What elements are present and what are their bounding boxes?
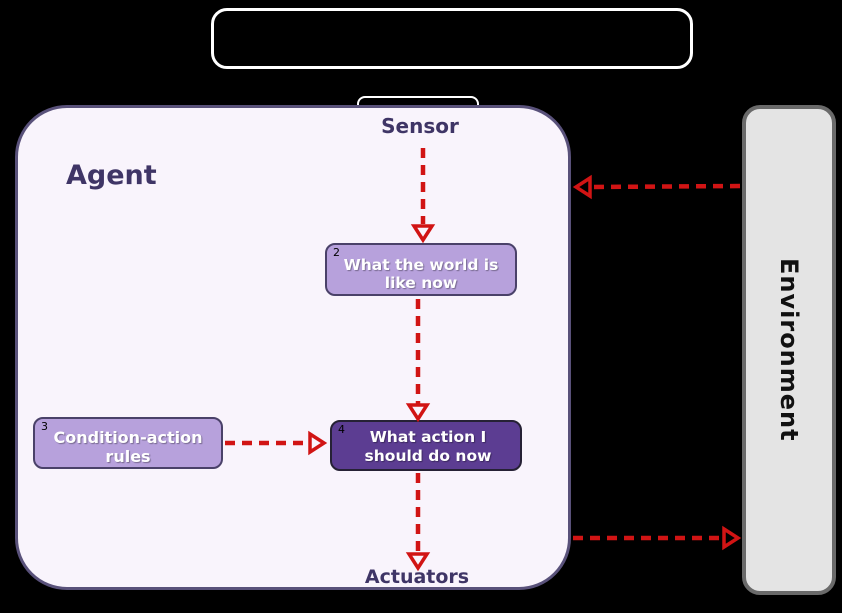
node-condition-action-rules: 3 Condition-action rules: [33, 417, 223, 469]
environment-label: Environment: [775, 258, 803, 442]
node-number: 2: [333, 246, 340, 259]
node-number: 4: [338, 423, 345, 436]
node-label: Condition-action rules: [53, 428, 203, 466]
agent-label: Agent: [66, 160, 157, 191]
agent-box: [15, 105, 571, 590]
environment-box: Environment: [742, 105, 836, 595]
node-what-the-world-is-like-now: 2 What the world is like now: [325, 243, 517, 296]
title-box: [211, 8, 693, 69]
node-label: What action I should do now: [364, 427, 492, 465]
node-label: What the world is like now: [343, 255, 499, 292]
arrow-agent-to-environment-icon: [573, 525, 742, 551]
sensor-label: Sensor: [381, 114, 459, 138]
actuators-label: Actuators: [364, 566, 470, 588]
node-number: 3: [41, 420, 48, 433]
arrow-environment-to-agent-icon: [572, 174, 741, 200]
node-what-action-i-should-do-now: 4 What action I should do now: [330, 420, 522, 471]
